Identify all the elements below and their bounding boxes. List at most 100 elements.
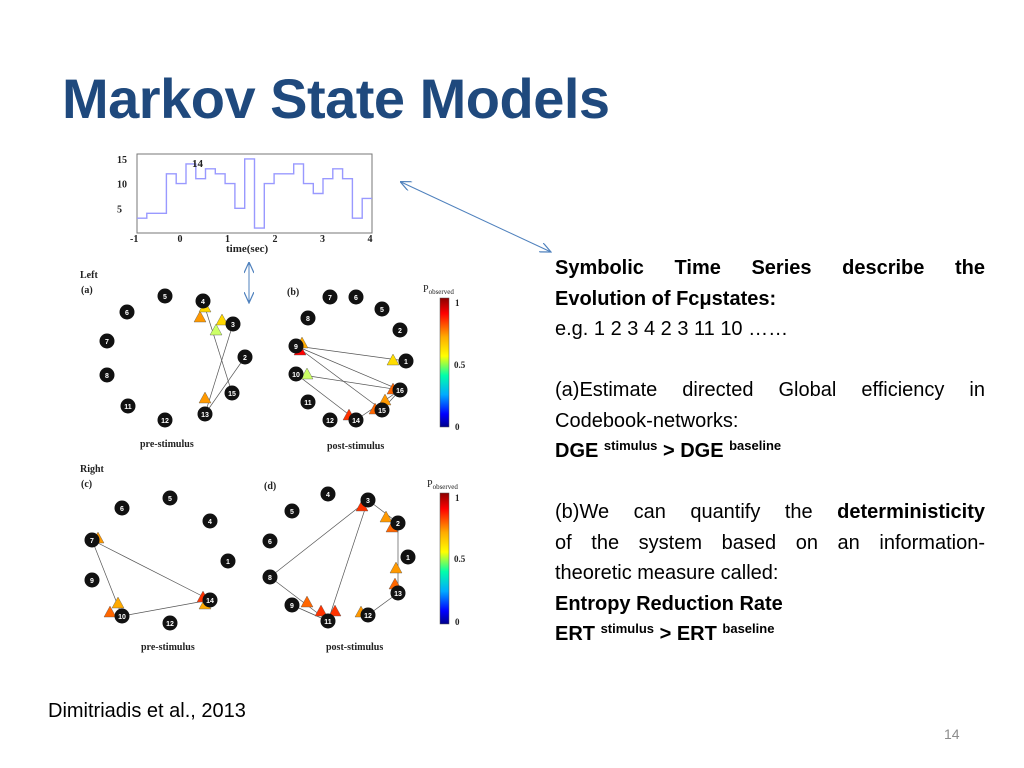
colorbar-top-label: P	[423, 284, 429, 295]
body-line-2: Evolution of Fcμstates:	[555, 287, 777, 310]
body-line-1: Symbolic Time Series describe the	[555, 257, 985, 279]
network-edge	[91, 539, 211, 601]
network-arrowhead	[386, 353, 400, 366]
body-line-4: (a)Estimate directed Global efficiency i…	[555, 379, 985, 401]
network-node-label: 8	[306, 316, 310, 323]
network-node	[162, 490, 178, 506]
colorbar-top: Pobserved 1 0.5 0	[423, 284, 466, 432]
panel-label-d: (d)	[264, 481, 276, 492]
slide-title: Markov State Models	[62, 67, 610, 130]
body-line-7a: (b)We can quantify the	[555, 501, 813, 523]
network-edge	[295, 345, 401, 391]
timeseries-xlabel: time(sec)	[226, 243, 268, 255]
panel-label-b: (b)	[287, 287, 299, 298]
network-node-label: 2	[243, 355, 247, 362]
timeseries-xtick: 0	[178, 234, 183, 245]
network-node-label: 9	[90, 578, 94, 585]
panel-caption-d: post-stimulus	[326, 642, 383, 653]
svg-text:Pobserved: Pobserved	[427, 479, 458, 491]
network-node-label: 12	[166, 621, 174, 628]
body-line-3: e.g. 1 2 3 4 2 3 11 10 ……	[555, 318, 789, 340]
network-node-label: 12	[161, 418, 169, 425]
body-line-7b: deterministicity	[837, 501, 985, 523]
ert-inequality: ERT stimulus > ERT baseline	[555, 621, 775, 645]
panel-label-c: (c)	[81, 479, 92, 490]
network-node	[374, 301, 390, 317]
network-node-label: 10	[292, 372, 300, 379]
network-node	[237, 349, 253, 365]
network-node-label: 7	[328, 295, 332, 302]
dge-inequality: DGE stimulus > DGE baseline	[555, 438, 782, 462]
timeseries-trace	[137, 158, 372, 229]
network-arrowhead	[193, 310, 207, 323]
network-node	[300, 394, 316, 410]
network-node	[99, 333, 115, 349]
network-node	[398, 353, 414, 369]
network-arrowhead	[379, 510, 393, 523]
network-node	[120, 398, 136, 414]
network-node-label: 5	[290, 509, 294, 516]
network-node	[202, 513, 218, 529]
network-node	[390, 515, 406, 531]
network-arrowhead	[314, 604, 328, 617]
timeseries-annotation: 14	[192, 158, 204, 170]
network-node-label: 5	[168, 496, 172, 503]
colorbar-bottom-tick-0: 0	[455, 617, 460, 627]
network-edge	[202, 300, 233, 394]
network-node	[322, 412, 338, 428]
network-node-label: 1	[226, 559, 230, 566]
timeseries-xtick: -1	[130, 234, 138, 245]
network-edge	[295, 345, 407, 362]
body-line-10: Entropy Reduction Rate	[555, 592, 783, 615]
colorbar-bottom: Pobserved 1 0.5 0	[427, 479, 466, 627]
network-node-label: 1	[404, 359, 408, 366]
network-edge	[327, 499, 369, 622]
colorbar-bottom-tick-1: 1	[455, 493, 460, 503]
body-text: Symbolic Time Series describe the Evolut…	[555, 253, 985, 650]
network-node	[197, 406, 213, 422]
network-node-label: 5	[380, 307, 384, 314]
network-node-label: 11	[304, 400, 312, 407]
network-node	[320, 613, 336, 629]
panel-label-a: (a)	[81, 285, 93, 296]
network-arrowhead	[300, 595, 314, 608]
network-node	[162, 615, 178, 631]
network-node-label: 15	[378, 408, 386, 415]
network-node-label: 3	[231, 322, 235, 329]
timeseries-ytick: 5	[117, 204, 122, 215]
network-node-label: 13	[201, 412, 209, 419]
network-node	[390, 585, 406, 601]
network-node	[392, 322, 408, 338]
left-label: Left	[80, 270, 98, 281]
network-node-label: 3	[366, 498, 370, 505]
network-node-label: 6	[125, 310, 129, 317]
network-node-label: 8	[268, 575, 272, 582]
network-node-label: 14	[206, 598, 214, 605]
network-edge	[121, 599, 211, 617]
network-node	[284, 503, 300, 519]
network-node	[288, 338, 304, 354]
network-edge	[295, 373, 401, 391]
network-edge	[295, 345, 383, 411]
network-node-label: 11	[324, 619, 332, 626]
network-node	[262, 569, 278, 585]
network-node	[320, 486, 336, 502]
network-node-label: 12	[364, 613, 372, 620]
network-node-label: 14	[352, 418, 360, 425]
colorbar-bottom-gradient	[439, 492, 450, 625]
colorbar-top-tick-1: 1	[455, 298, 460, 308]
network-node-label: 6	[120, 506, 124, 513]
panel-caption-c: pre-stimulus	[141, 642, 195, 653]
network-node-label: 11	[124, 404, 132, 411]
network-node-label: 5	[163, 294, 167, 301]
network-node	[225, 316, 241, 332]
network-node	[284, 597, 300, 613]
network-node-label: 7	[105, 339, 109, 346]
page-number: 14	[944, 726, 960, 742]
network-node-label: 2	[398, 328, 402, 335]
network-arrowhead	[209, 323, 223, 336]
